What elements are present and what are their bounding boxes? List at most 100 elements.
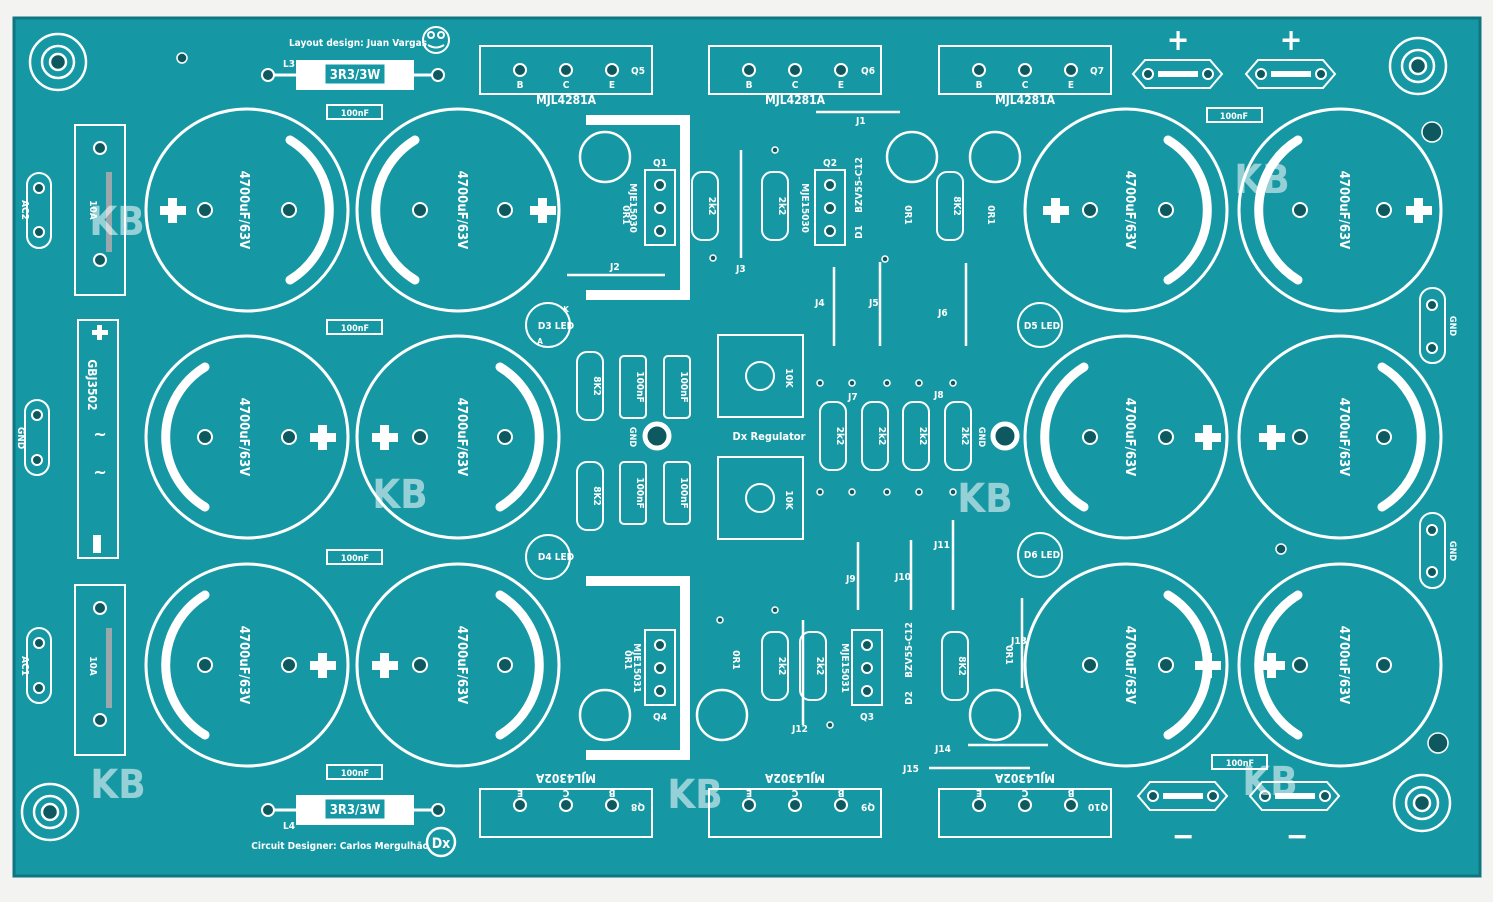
inductor-ref: L4 [283,821,295,832]
pin-label: E [746,787,752,798]
pot-value: 10K [783,368,794,389]
pin-label: E [838,80,844,91]
resistor-value: 8K2 [956,656,967,676]
plus-sign: + [1167,23,1190,58]
driver-part: MJE15031 [839,643,850,693]
pin-label: E [1068,80,1074,91]
driver-ref: Q1 [653,158,667,169]
jumper-label: J11 [933,540,950,551]
jumper-label: J9 [845,574,856,585]
dx-logo: Dx [425,826,457,858]
cap-small-value: 100nF [634,477,645,508]
cap-small-value: 100nF [341,324,369,334]
pin-label: C [792,80,799,91]
pin-label: A [537,337,543,346]
kb-mark: KB [667,772,722,818]
resistor-value: 0R1 [730,650,741,669]
transistor-part: MJL4281A [765,93,826,107]
gnd-label: GND [15,427,26,449]
transistor-ref: Q7 [1090,66,1104,77]
resistor-value: 8K2 [951,196,962,216]
inductor-ref: L3 [283,59,295,70]
resistor-value: 0R1 [902,205,913,224]
kb-mark: KB [89,199,144,245]
zener-part: BZV55-C12 [904,622,915,678]
pin-label: K [563,305,569,314]
led-label: D3 LED [538,321,574,332]
pin-label: B [746,80,753,91]
cap-value: 4700uF/63V [1122,626,1137,704]
jumper-label: J6 [937,308,948,319]
transistor-ref: Q10 [1088,801,1108,812]
cap-small-value: 100nF [678,477,689,508]
mounting-hole [20,32,1452,842]
fuse-ref: AC1 [19,656,30,676]
gnd-label: GND [627,427,637,447]
circuit-credit: Circuit Designer: Carlos Mergulhão [251,841,428,852]
transistor-ref: Q9 [861,801,875,812]
transistor-part: MJL4302A [764,771,825,785]
driver-part: MJE15030 [799,183,810,233]
resistor-value: 8K2 [591,376,602,396]
pin-label: C [1021,787,1028,798]
cap-value: 4700uF/63V [1122,398,1137,476]
jumper-label: J1 [855,116,866,127]
frog-logo [422,26,450,54]
kb-mark: KB [1242,759,1297,805]
gnd-label: GND [1447,541,1457,561]
pin-label: B [608,787,615,798]
resistor-value: 0R1 [985,205,996,224]
driver-part: MJE15031 [631,643,642,693]
transistor-part: MJL4281A [536,93,597,107]
cap-value: 4700uF/63V [454,398,469,476]
transistor-part: MJL4302A [535,771,596,785]
fuse-value: 10A [87,656,98,676]
jumper-label: J14 [934,744,951,755]
jumper-label: J10 [894,572,911,583]
jumper-label: J7 [847,392,858,403]
resistor-value: 2k2 [776,197,787,216]
inductor-value: 3R3/3W [330,803,381,818]
pin-label: B [1067,787,1074,798]
fuse-value: 10A [87,200,98,220]
resistor-value: 0R1 [620,205,631,224]
cap-value: 4700uF/63V [1336,171,1351,249]
resistor-value: 2k2 [834,427,845,446]
pin-label: E [976,787,982,798]
jumper-label: J15 [902,764,919,775]
driver-part: MJE15030 [627,183,638,233]
cap-small-value: 100nF [1220,112,1248,122]
transistor-ref: Q6 [861,66,875,77]
cap-value: 4700uF/63V [454,626,469,704]
regulator-label: Dx Regulator [733,430,806,443]
driver-ref: Q4 [653,712,667,723]
pin-label: E [517,787,523,798]
driver-ref: Q2 [823,158,837,169]
resistor-value: 0R1 [1003,645,1014,664]
transistor-ref: Q8 [631,801,645,812]
transistor-part: MJL4281A [995,93,1056,107]
svg-text:Dx: Dx [432,836,451,852]
minus-sign: − [1286,819,1309,854]
kb-mark: KB [957,476,1012,522]
kb-mark: KB [372,472,427,518]
cap-value: 4700uF/63V [236,171,251,249]
ac-symbol: ~ [93,462,107,483]
jumper-label: J2 [609,262,620,273]
transistor-part: MJL4302A [994,771,1055,785]
cap-small-value: 100nF [341,554,369,564]
zener-part: BZV55-C12 [854,157,865,213]
resistor-value: 2k2 [776,657,787,676]
pin-label: C [791,787,798,798]
transistor-ref: Q5 [631,66,645,77]
led-label: D5 LED [1024,321,1060,332]
resistor-value: 0R1 [622,650,633,669]
resistor-value: 8K2 [591,486,602,506]
jumper-label: J8 [933,390,944,401]
zener-label: D1 [854,225,865,239]
capacitor-group [144,107,1443,768]
pin-label: C [563,80,570,91]
cap-value: 4700uF/63V [236,398,251,476]
cap-small-value: 100nF [634,371,645,402]
resistor-value: 2k2 [814,657,825,676]
